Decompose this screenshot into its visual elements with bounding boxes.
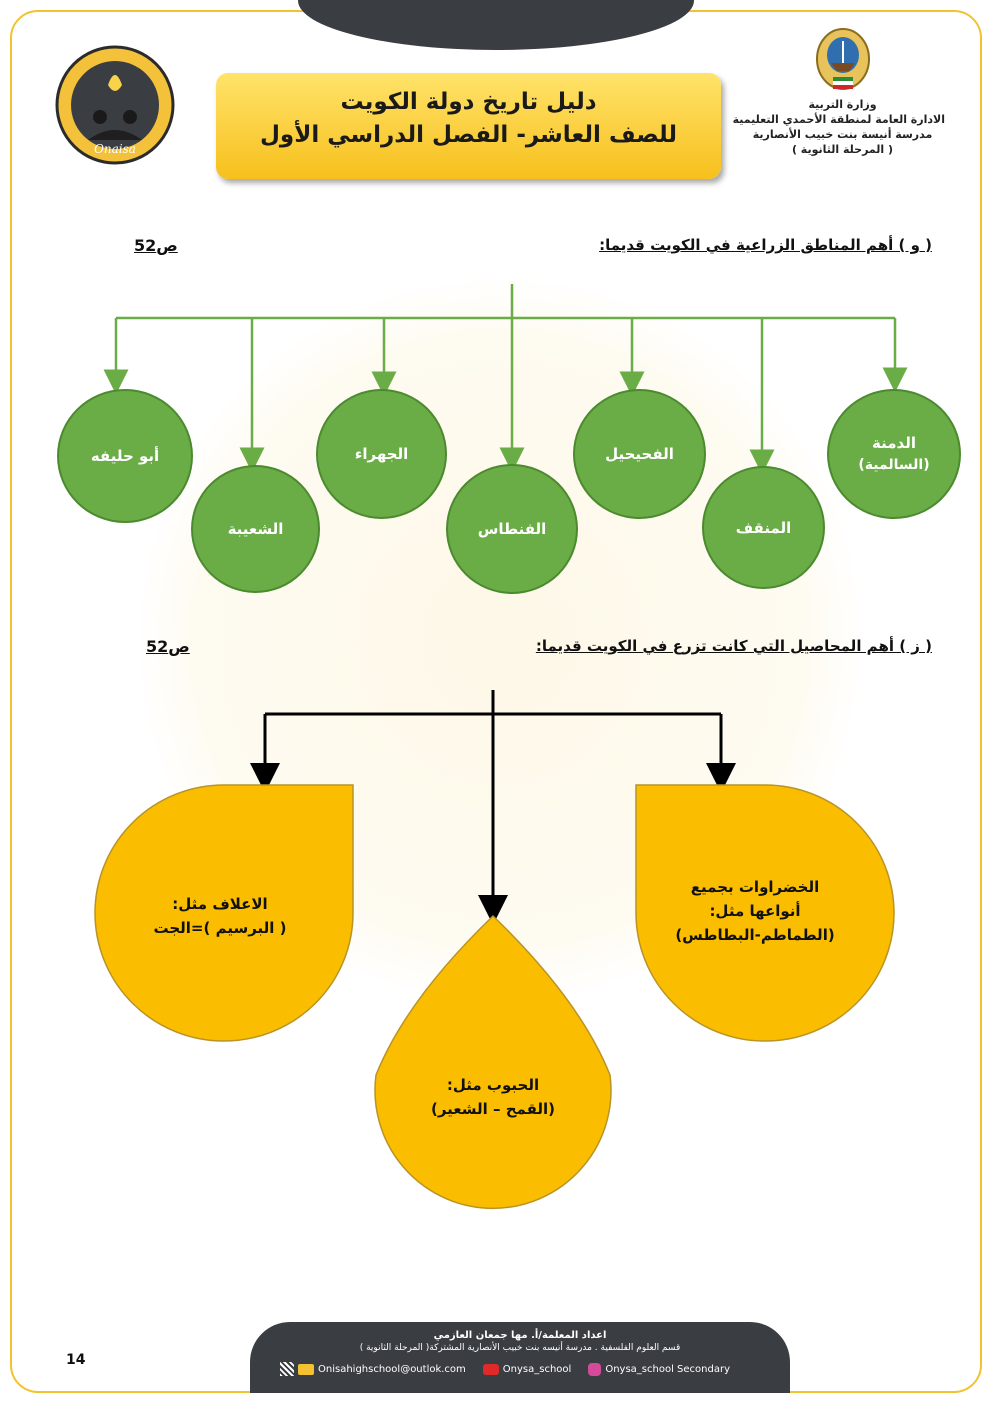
page-number: 14 — [66, 1352, 86, 1368]
footer-email[interactable]: Onisahighschool@outlok.com — [280, 1362, 466, 1376]
crops-diagram — [94, 690, 895, 1209]
crop-shape-vegetables — [635, 784, 895, 1042]
region-label: الفنطاس — [477, 520, 547, 538]
section-z-page-ref: ص52 — [146, 637, 190, 656]
region-circle-dimna: الدمنة (السالمية) — [827, 389, 961, 519]
crop-line: (القمح – الشعير) — [430, 1100, 556, 1118]
document-title: دليل تاريخ دولة الكويت للصف العاشر- الفص… — [216, 73, 721, 179]
crop-line: الخضراوات بجميع — [690, 878, 820, 896]
footer-youtube[interactable]: Onysa_school — [482, 1363, 572, 1375]
region-circle-fahaheel: الفحيحيل — [573, 389, 706, 519]
footer-department: قسم العلوم الفلسفية . مدرسة أنيسه بنت خب… — [359, 1343, 681, 1353]
instagram-icon — [588, 1362, 602, 1376]
footer-bar: اعداد المعلمة/أ. مها جمعان العازمي قسم ا… — [250, 1322, 790, 1393]
ministry-line-2: الادارة العامة لمنطقة الأحمدي التعليمية — [732, 113, 945, 126]
qr-icon — [280, 1362, 294, 1376]
crop-line: الحبوب مثل: — [446, 1076, 540, 1094]
crop-vegetables-text: الخضراوات بجميع أنواعها مثل: (الطماطم-ال… — [655, 875, 855, 947]
region-circle-abu-halifa: أبو حليفه — [57, 389, 193, 523]
region-label: الجهراء — [354, 445, 409, 463]
crop-grains-text: الحبوب مثل: (القمح – الشعير) — [393, 1073, 593, 1121]
crop-line: أنواعها مثل: — [709, 902, 801, 920]
region-label: أبو حليفه — [90, 447, 160, 465]
youtube-text: Onysa_school — [502, 1363, 572, 1375]
ministry-line-3: مدرسة أنيسة بنت خبيب الأنصارية — [752, 128, 933, 141]
crop-line: (الطماطم-البطاطس) — [675, 926, 835, 944]
footer-prepared-by: اعداد المعلمة/أ. مها جمعان العازمي — [433, 1330, 607, 1341]
youtube-icon — [482, 1363, 499, 1375]
region-circle-jahra: الجهراء — [316, 389, 447, 519]
section-w-page-ref: ص52 — [134, 236, 178, 255]
ministry-line-1: وزارة التربية — [808, 98, 877, 111]
svg-text:Onaisa: Onaisa — [94, 142, 136, 156]
region-sublabel: (السالمية) — [858, 457, 930, 473]
school-logo: Onaisa — [55, 45, 175, 165]
region-label: الشعيبة — [227, 520, 284, 538]
title-line-2: للصف العاشر- الفصل الدراسي الأول — [259, 122, 678, 148]
footer-contacts: Onisahighschool@outlok.com Onysa_school … — [280, 1358, 730, 1380]
crop-line: ( البرسيم )=الجت — [153, 919, 287, 937]
region-circle-mangaf: المنقف — [702, 466, 825, 589]
ministry-block: وزارة التربية الادارة العامة لمنطقة الأح… — [732, 25, 945, 175]
region-label: الدمنة — [872, 434, 916, 452]
crop-line: الاعلاف مثل: — [172, 895, 268, 913]
section-z-heading: ( ز ) أهم المحاصيل التي كانت تزرع في الك… — [535, 637, 932, 655]
title-line-1: دليل تاريخ دولة الكويت — [340, 89, 597, 115]
region-circle-shuaiba: الشعيبة — [191, 465, 320, 593]
region-label: الفحيحيل — [605, 445, 674, 463]
footer-instagram[interactable]: Onysa_school Secondary — [588, 1362, 730, 1376]
crop-fodder-text: الاعلاف مثل: ( البرسيم )=الجت — [120, 892, 320, 940]
section-w-heading: ( و ) أهم المناطق الزراعية في الكويت قدي… — [599, 236, 932, 254]
region-label: المنقف — [735, 518, 792, 537]
crop-shape-fodder — [94, 784, 354, 1042]
email-text: Onisahighschool@outlok.com — [318, 1363, 466, 1375]
mail-icon — [298, 1363, 314, 1375]
region-circle-fintas: الفنطاس — [446, 464, 578, 594]
instagram-text: Onysa_school Secondary — [605, 1363, 730, 1375]
kuwait-emblem — [815, 28, 870, 90]
regions-connector-lines — [103, 284, 908, 475]
ministry-line-4: ( المرحلة الثانوية ) — [791, 143, 894, 156]
crop-shape-grains — [374, 914, 612, 1209]
